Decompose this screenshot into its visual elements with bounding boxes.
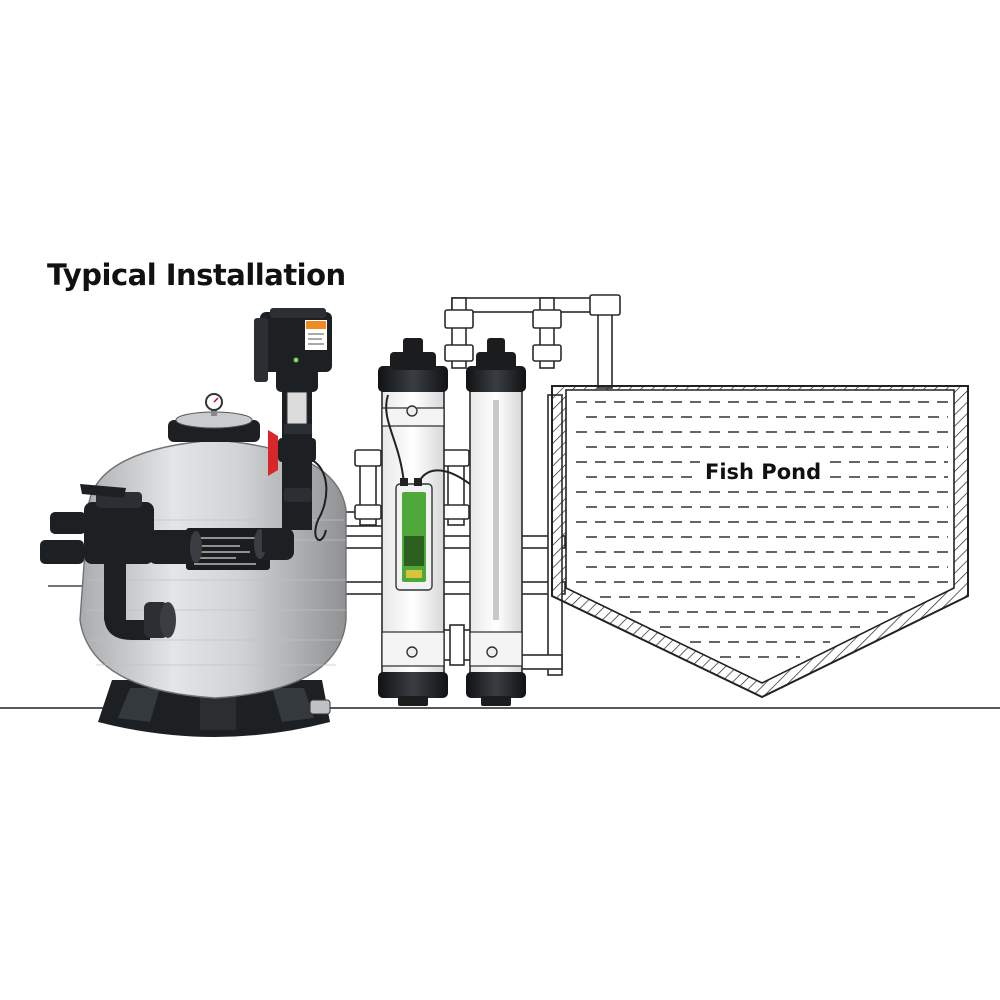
pond-water-lines (576, 401, 948, 658)
ball-valve-icon (268, 430, 316, 476)
filter-pump-unit (254, 308, 332, 552)
diagram-title: Typical Installation (47, 258, 346, 292)
uv-sterilizer-left (378, 338, 471, 706)
uv-sterilizer-right (466, 338, 526, 706)
fish-pond (551, 385, 969, 699)
fish-pond-label: Fish Pond (705, 460, 822, 484)
sand-filter-tank (40, 393, 347, 737)
pressure-gauge-icon (205, 393, 223, 416)
multiport-valve (40, 484, 202, 640)
